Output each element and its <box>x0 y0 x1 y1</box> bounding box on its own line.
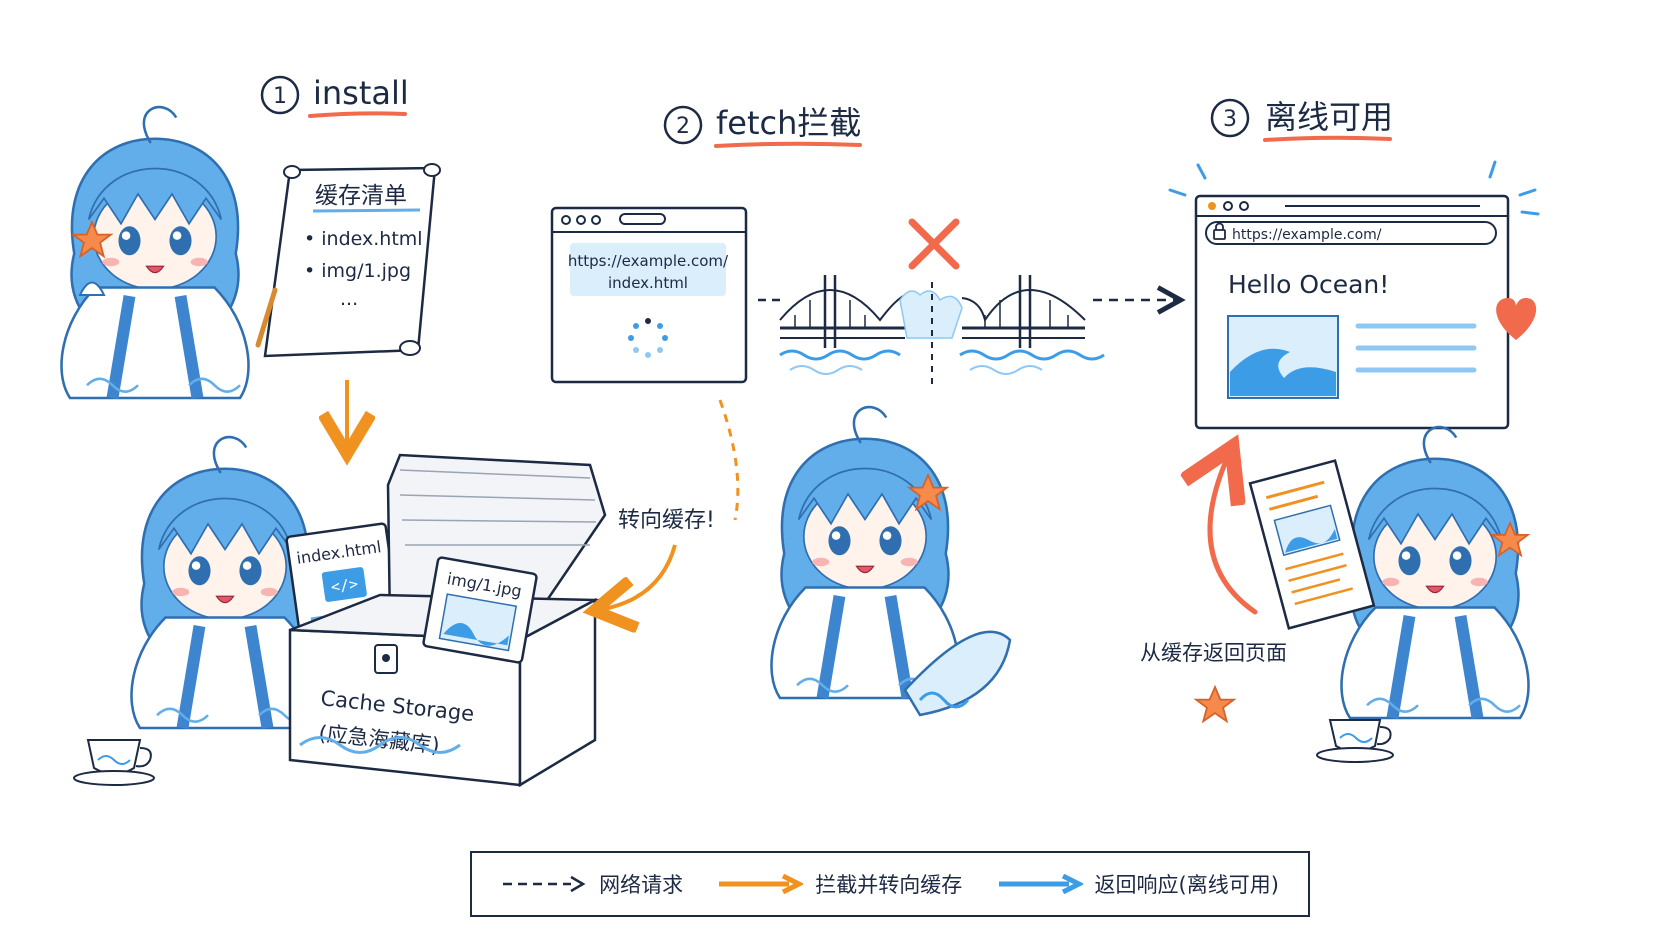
legend-orange-arrow-icon <box>719 874 804 894</box>
legend-label: 拦截并转向缓存 <box>815 873 963 897</box>
teacup-icon <box>73 739 155 786</box>
scroll-item: • index.html <box>304 228 423 250</box>
chibi-with-page <box>1342 427 1529 718</box>
svg-text:install: install <box>313 74 409 112</box>
legend-item-network: 网络请求 <box>501 869 683 899</box>
legend-dashed-arrow-icon <box>503 875 586 893</box>
legend-item-intercept: 拦截并转向缓存 <box>717 869 962 899</box>
svg-text:fetch拦截: fetch拦截 <box>716 104 861 142</box>
bridge-icon <box>779 275 1105 390</box>
legend-blue-arrow-icon <box>998 874 1083 894</box>
svg-text:3: 3 <box>1223 107 1237 132</box>
step-2-title: 2 fetch拦截 <box>663 104 862 148</box>
redirect-label: 转向缓存! <box>618 508 715 533</box>
sparkle-lines <box>1168 160 1540 216</box>
teacup-icon <box>1316 719 1394 763</box>
browser-window-offline: https://example.com/ Hello Ocean! <box>1194 194 1510 430</box>
scroll-item: ... <box>340 288 358 310</box>
svg-text:2: 2 <box>676 114 690 139</box>
legend-label: 网络请求 <box>599 873 684 897</box>
legend-item-response: 返回响应(离线可用) <box>997 869 1279 899</box>
legend-label: 返回响应(离线可用) <box>1094 873 1279 897</box>
returned-page <box>1248 459 1376 630</box>
scroll-title: 缓存清单 <box>315 183 407 209</box>
chibi-blocking <box>772 407 959 698</box>
step-1-title: 1 install <box>260 74 409 118</box>
redirect-arrow: 转向缓存! <box>598 399 740 610</box>
browser-window-request: https://example.com/ index.html <box>550 206 748 384</box>
return-arrow: 从缓存返回页面 <box>1140 452 1287 665</box>
request-path: index.html <box>608 274 688 292</box>
wave-icon <box>1227 315 1339 399</box>
x-mark-icon <box>908 218 960 270</box>
lock-icon <box>1213 222 1226 240</box>
chibi-with-scroll <box>61 107 248 398</box>
svg-text:离线可用: 离线可用 <box>1265 98 1393 136</box>
legend: 网络请求 拦截并转向缓存 返回响应(离线可用) <box>470 851 1310 917</box>
svg-text:</>: </> <box>330 575 359 597</box>
request-url: https://example.com/ <box>568 252 729 270</box>
step-3-title: 3 离线可用 <box>1210 98 1393 142</box>
card-img-jpg: img/1.jpg <box>422 556 538 664</box>
starfish-icon <box>1195 686 1235 723</box>
scroll-item: • img/1.jpg <box>304 260 411 282</box>
shell-icon <box>78 281 106 296</box>
spinner-icon <box>628 318 668 358</box>
offline-address: https://example.com/ <box>1232 227 1382 243</box>
return-label: 从缓存返回页面 <box>1140 641 1287 665</box>
svg-text:1: 1 <box>273 84 287 109</box>
cache-manifest-scroll: 缓存清单 • index.html • img/1.jpg ... <box>255 163 441 358</box>
wave-robe <box>903 630 1012 717</box>
hello-heading: Hello Ocean! <box>1228 270 1389 299</box>
heart-icon <box>1496 298 1537 340</box>
